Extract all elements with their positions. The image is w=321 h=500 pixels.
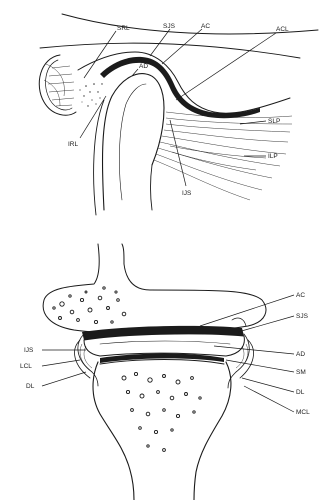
- temporal-trabeculae: [53, 287, 126, 324]
- condyle-body-right: [194, 362, 231, 500]
- mandibular-condyle: [102, 74, 164, 210]
- label-srl: SRL: [117, 25, 130, 32]
- label-ijs: IJS: [182, 190, 192, 197]
- label-ilp: ILP: [268, 153, 278, 160]
- label-sjs-bottom: SJS: [296, 313, 309, 320]
- label-slp: SLP: [268, 118, 280, 125]
- label-acl: ACL: [276, 26, 289, 33]
- temporal-cartilage-band: [82, 326, 244, 340]
- articular-disc-dark-band: [100, 57, 260, 118]
- condyle-body: [93, 362, 134, 500]
- retrodiscal-tissue: [79, 83, 102, 107]
- label-ac: AC: [201, 23, 210, 30]
- label-sm: SM: [296, 369, 306, 376]
- label-irl: IRL: [68, 141, 79, 148]
- label-dl-right: DL: [296, 389, 305, 396]
- articular-disc: [84, 334, 244, 356]
- condyle-inner-line: [119, 84, 146, 200]
- label-sjs: SJS: [163, 23, 176, 30]
- label-dl-left: DL: [26, 383, 35, 390]
- external-ear: [39, 55, 76, 115]
- disc-inner-line: [100, 341, 230, 344]
- label-mcl: MCL: [296, 409, 310, 416]
- top-diagram: SRL SJS AC ACL AD IRL SLP ILP IJS: [39, 14, 318, 215]
- label-lcl: LCL: [20, 363, 32, 370]
- label-ijs-bottom: IJS: [24, 347, 34, 354]
- condyle-trabeculae: [122, 372, 201, 451]
- ramus-anterior-edge: [151, 165, 153, 210]
- label-ac-bottom: AC: [296, 292, 305, 299]
- bottom-diagram: AC SJS IJS AD LCL SM DL DL MCL: [20, 244, 310, 500]
- label-ad: AD: [139, 63, 148, 70]
- skull-outline-lower: [40, 43, 300, 58]
- label-ad-bottom: AD: [296, 351, 305, 358]
